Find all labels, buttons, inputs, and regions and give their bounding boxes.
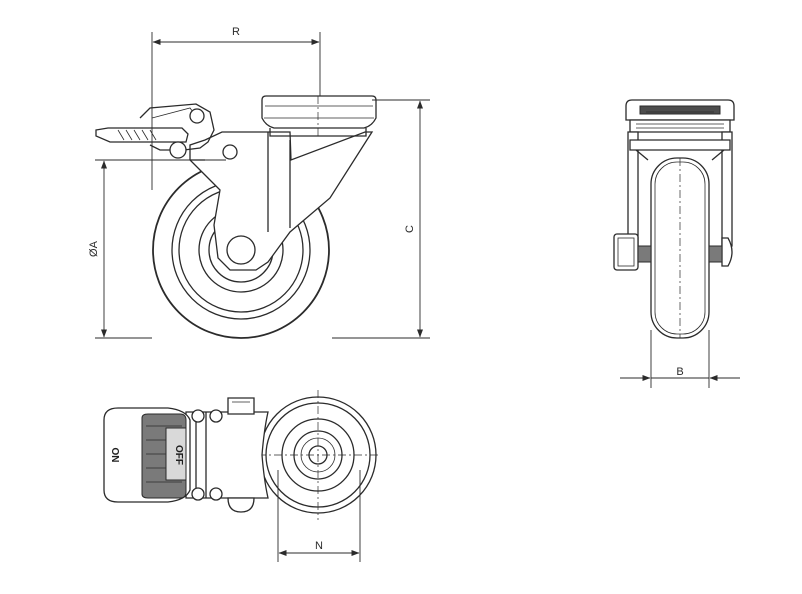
dimension-r: R <box>151 26 321 190</box>
dimension-c: C <box>332 99 430 339</box>
top-view-brake-pedal <box>103 407 191 503</box>
brake-off-label: OFF <box>173 445 184 465</box>
side-view <box>95 95 377 339</box>
dimension-c-label: C <box>404 225 416 233</box>
dimension-n: N <box>277 470 361 562</box>
top-view-fork-body <box>185 397 269 513</box>
front-view <box>613 99 735 339</box>
front-view-fork <box>627 131 733 247</box>
top-view: ON OFF <box>103 390 378 520</box>
dimension-b: B <box>620 330 740 388</box>
dimension-b-label: B <box>676 366 683 378</box>
side-view-fork <box>189 131 374 271</box>
side-view-brake-lever <box>95 103 215 159</box>
dimension-a-label: ØA <box>88 240 100 257</box>
front-view-top-housing <box>625 99 735 133</box>
top-view-wheel-housing <box>258 390 378 520</box>
dimension-n-label: N <box>315 540 323 552</box>
front-view-axle <box>613 233 733 271</box>
side-view-top-housing <box>261 95 377 137</box>
brake-on-label: ON <box>109 448 120 463</box>
front-view-wheel <box>650 157 710 339</box>
dimension-a: ØA <box>88 159 226 339</box>
dimension-r-label: R <box>232 26 240 38</box>
